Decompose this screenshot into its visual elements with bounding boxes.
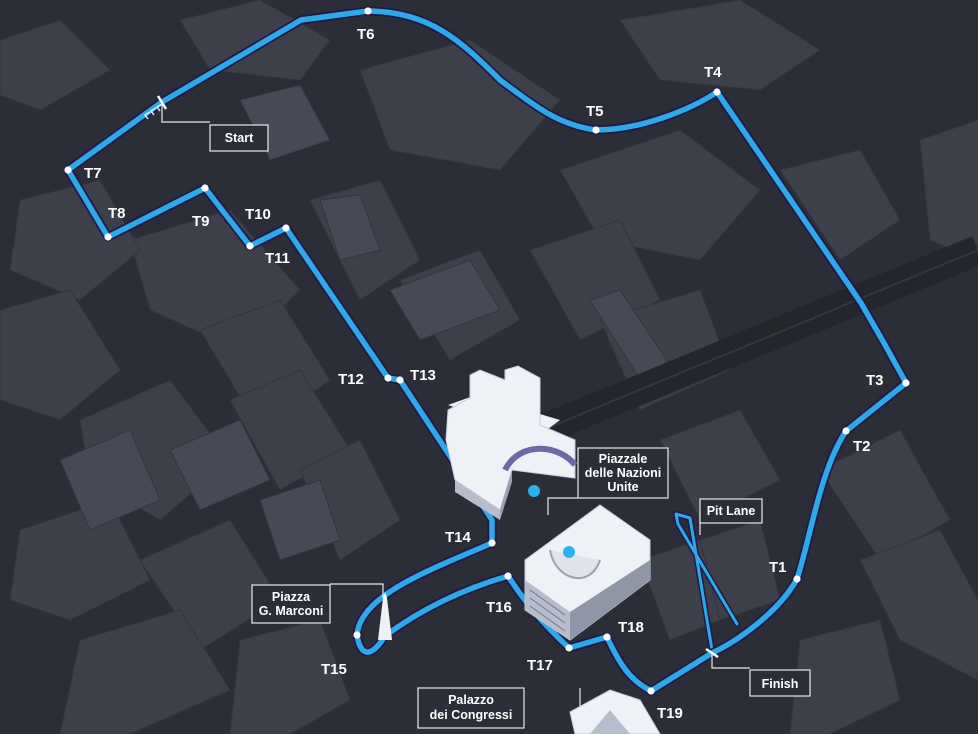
turn-label-t5: T5: [586, 103, 604, 120]
turn-node-t5: [592, 126, 600, 134]
pit-lane-track: [673, 511, 740, 653]
obelisk-icon: [378, 592, 392, 640]
callout-start-text: Start: [225, 131, 254, 145]
turn-node-t19: [647, 687, 655, 695]
turn-label-t15: T15: [321, 661, 347, 678]
turn-node-t11: [246, 242, 254, 250]
road-band: [464, 236, 978, 474]
callout-marconi: Piazza G. Marconi: [251, 584, 331, 624]
dot-icon: [528, 485, 540, 497]
start-line: [156, 95, 168, 110]
turn-node-t9: [201, 184, 209, 192]
turn-node-t7: [64, 166, 72, 174]
turn-label-t1: T1: [769, 559, 787, 576]
turn-node-t8: [104, 233, 112, 241]
turn-label-t2: T2: [853, 438, 871, 455]
turn-label-t12: T12: [338, 371, 364, 388]
turn-labels: T1 T2 T3 T4 T5 T6 T7 T8 T9 T10 T11 T12 T…: [84, 26, 884, 722]
turn-label-t4: T4: [704, 64, 722, 81]
callout-pit-lane-text: Pit Lane: [707, 504, 756, 518]
dot-icon: [563, 546, 575, 558]
building-congressi: [569, 689, 661, 734]
building-nazioni-unite: [445, 365, 578, 520]
turn-label-t3: T3: [866, 372, 884, 389]
callout-start: Start: [209, 124, 269, 152]
callout-finish: Finish: [749, 669, 811, 697]
turn-label-t17: T17: [527, 657, 553, 674]
turn-label-t16: T16: [486, 599, 512, 616]
turn-node-t2: [842, 427, 850, 435]
callout-marconi-line2: G. Marconi: [259, 604, 324, 618]
turn-nodes: [64, 7, 910, 695]
turn-label-t10: T10: [245, 206, 271, 223]
turn-node-t3: [902, 379, 910, 387]
turn-label-t6: T6: [357, 26, 375, 43]
turn-label-t19: T19: [657, 705, 683, 722]
turn-label-t11: T11: [265, 250, 290, 267]
callout-piazzale-line3: Unite: [607, 480, 638, 494]
turn-node-t4: [713, 88, 721, 96]
callout-piazzale: Piazzale delle Nazioni Unite: [577, 447, 669, 499]
callout-congressi: Palazzo dei Congressi: [417, 687, 525, 729]
callout-piazzale-line2: delle Nazioni: [585, 466, 661, 480]
turn-label-t7: T7: [84, 165, 102, 182]
turn-node-t1: [793, 575, 801, 583]
turn-node-t15: [353, 631, 361, 639]
turn-node-t14: [488, 539, 496, 547]
turn-node-t13: [396, 376, 404, 384]
callout-finish-text: Finish: [762, 677, 799, 691]
turn-node-t6: [364, 7, 372, 15]
callout-marconi-line1: Piazza: [272, 590, 311, 604]
turn-node-t12: [384, 374, 392, 382]
turn-label-t18: T18: [618, 619, 644, 636]
chevron-arrows-icon: [143, 103, 163, 120]
turn-label-t8: T8: [108, 205, 126, 222]
turn-node-t17: [565, 644, 573, 652]
turn-node-t16: [504, 572, 512, 580]
turn-node-t10: [282, 224, 290, 232]
turn-label-t13: T13: [410, 367, 436, 384]
callout-congressi-line1: Palazzo: [448, 693, 494, 707]
callout-congressi-line2: dei Congressi: [430, 708, 513, 722]
building-south: [524, 504, 651, 641]
callout-piazzale-line1: Piazzale: [599, 452, 648, 466]
turn-label-t14: T14: [445, 529, 472, 546]
turn-label-t9: T9: [192, 213, 210, 230]
callout-pit-lane: Pit Lane: [699, 498, 763, 524]
turn-node-t18: [603, 633, 611, 641]
